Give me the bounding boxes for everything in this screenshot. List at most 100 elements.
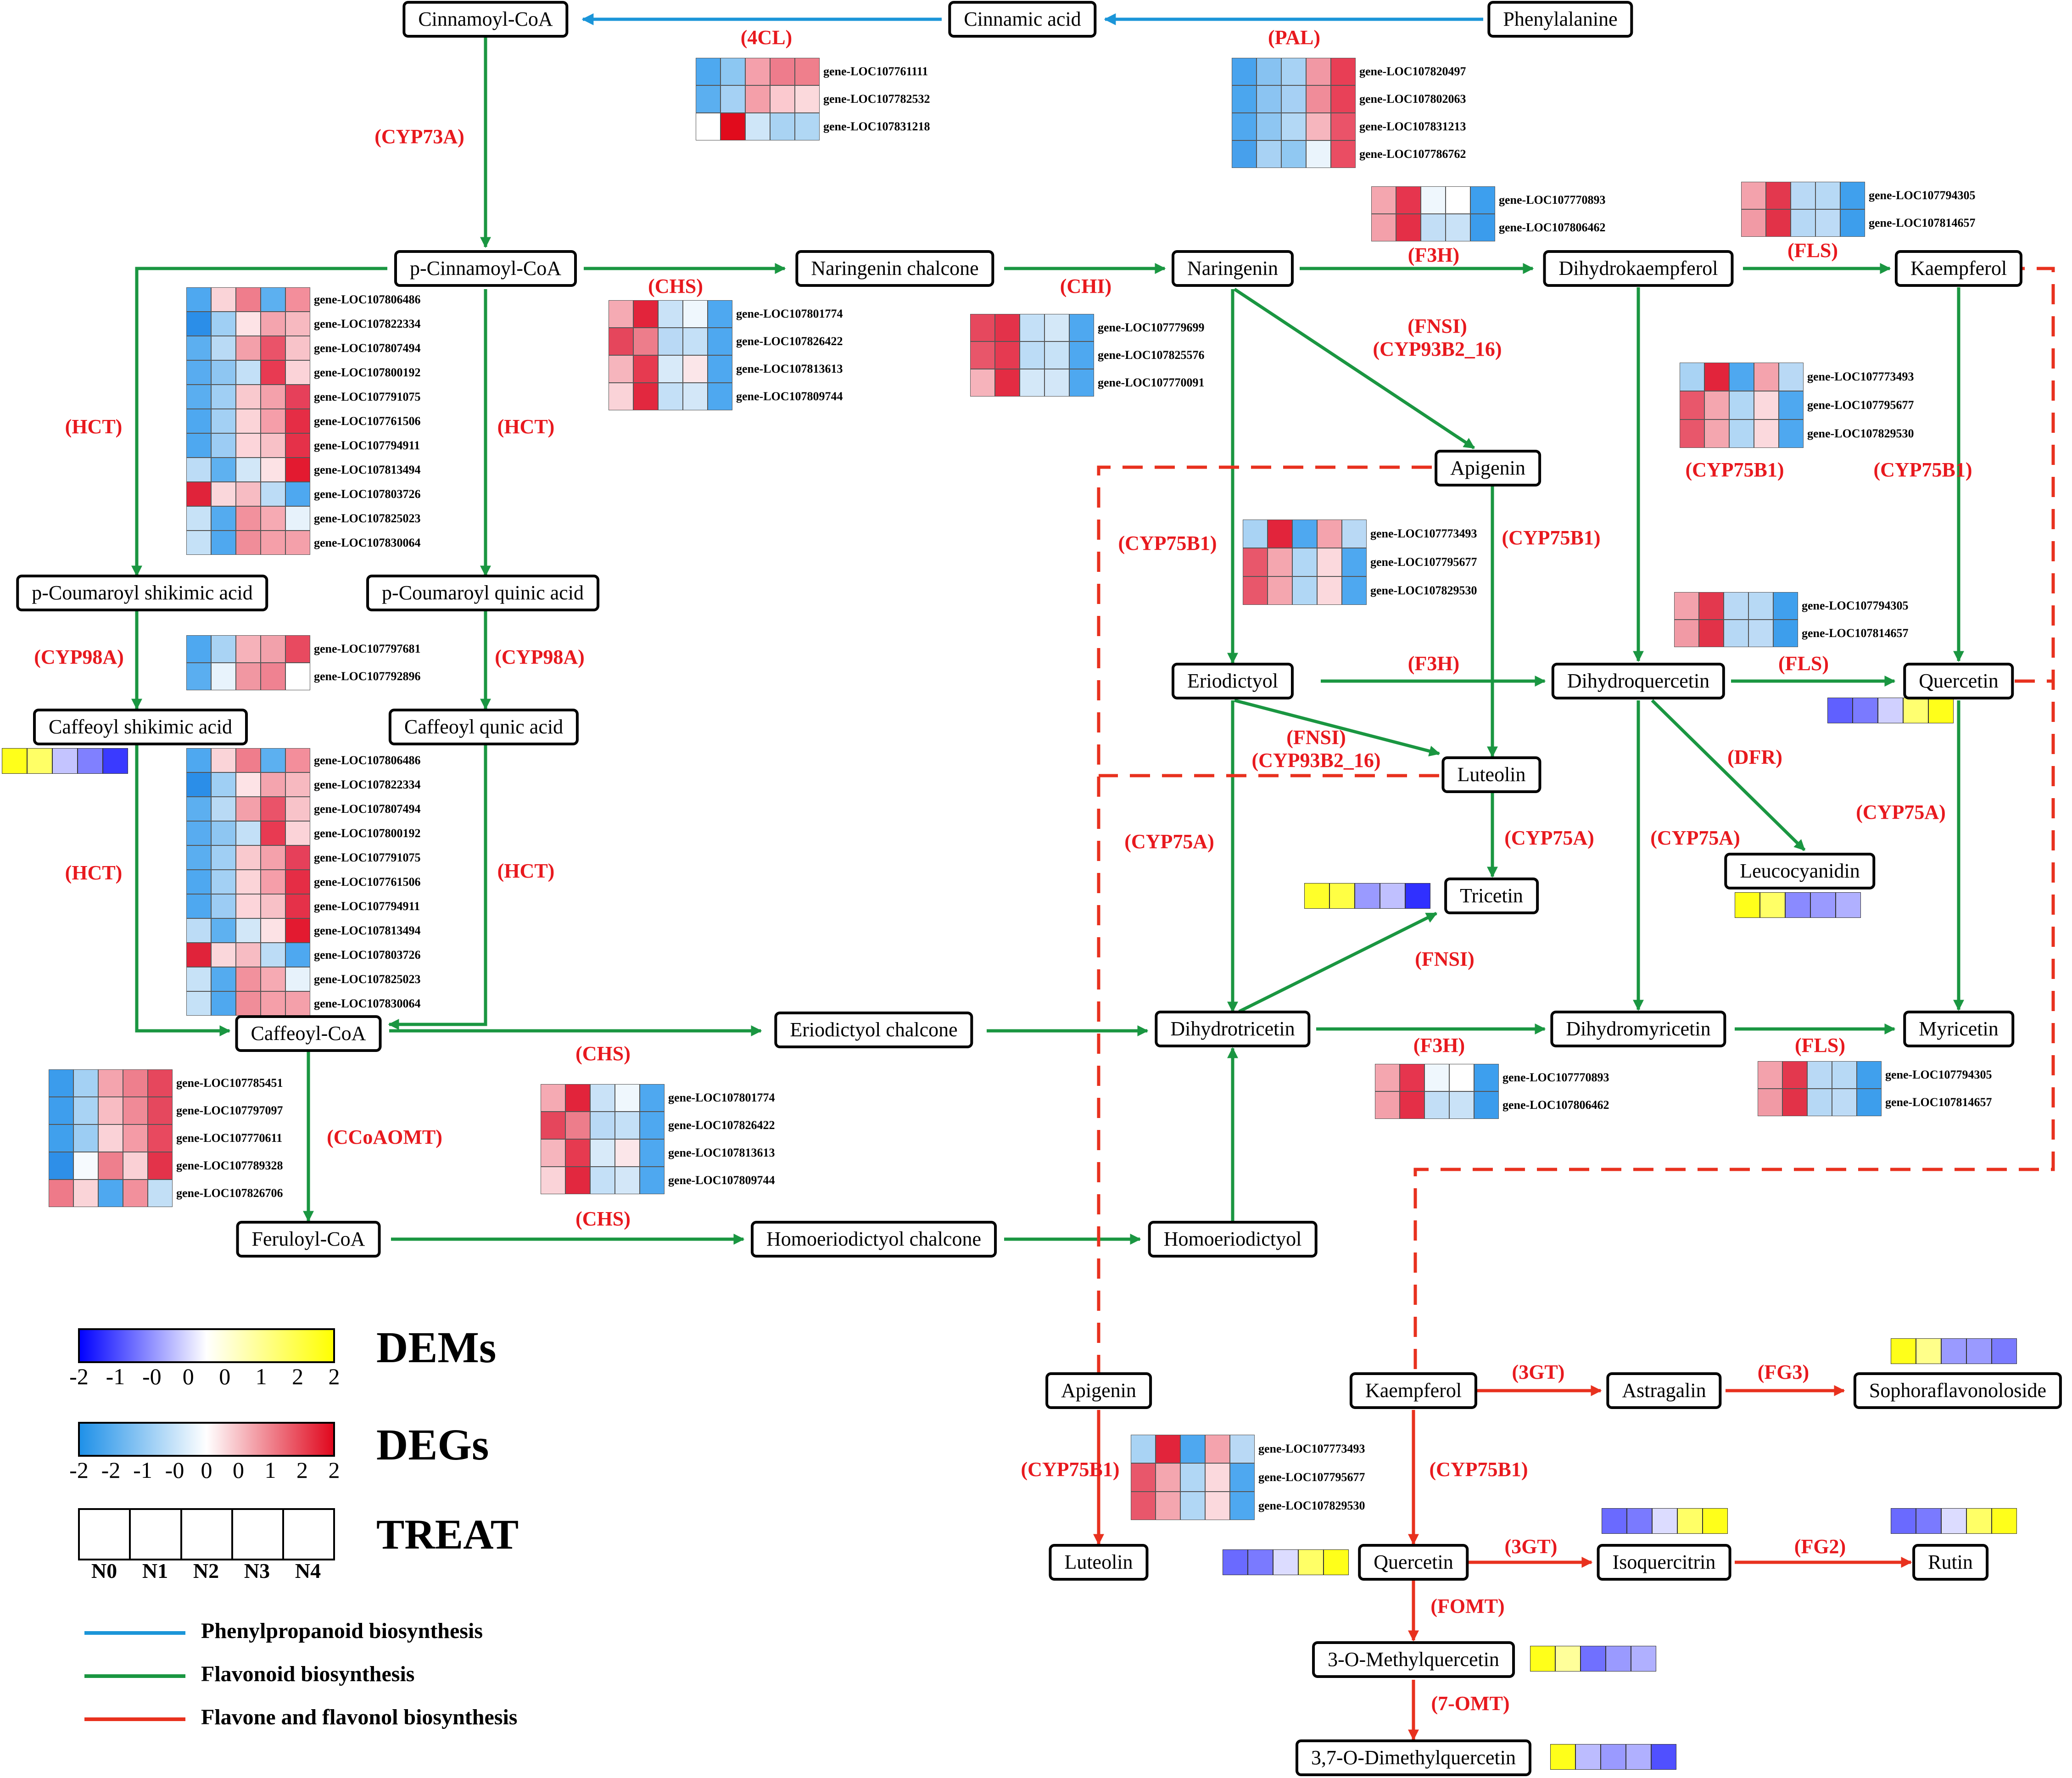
heatmap-cell <box>1704 419 1729 448</box>
heatmap-cell <box>211 943 236 967</box>
heatmap-cell <box>1779 419 1804 448</box>
heatmap-cell <box>1421 214 1446 241</box>
heatmap-cell <box>211 748 236 772</box>
heatmap-cell <box>658 355 683 383</box>
heatmap-cell <box>186 635 211 663</box>
heatmap-cell <box>285 531 310 555</box>
heatmap-cell <box>285 845 310 870</box>
gene-label: gene-LOC107797681 <box>314 642 421 655</box>
enzyme-fomt: (FOMT) <box>1430 1595 1505 1617</box>
legend-treat-column: N4 <box>295 1559 321 1582</box>
enzyme-fls-1: (FLS) <box>1787 239 1838 262</box>
dem-cell <box>1602 1508 1627 1534</box>
heatmap-cell <box>1421 186 1446 214</box>
heatmap-cell <box>1292 548 1317 576</box>
legend-tick: -1 <box>106 1364 125 1389</box>
enzyme-3gt-1: (3GT) <box>1512 1361 1565 1383</box>
heatmap-cell <box>1704 363 1729 391</box>
gene-label: gene-LOC107791075 <box>314 390 421 403</box>
heatmap-cell <box>285 943 310 967</box>
enzyme-fnsi-3: (FNSI) <box>1415 948 1474 970</box>
heatmap-cell <box>285 506 310 531</box>
heatmap-cell <box>1180 1463 1205 1492</box>
legend-tick: 0 <box>182 1364 194 1389</box>
heatmap-cell <box>123 1069 148 1097</box>
gene-label: gene-LOC107794911 <box>314 899 420 913</box>
heatmap-cell <box>1674 620 1699 647</box>
dem-cell <box>1248 1549 1273 1575</box>
enzyme-cyp75a-c: (CYP75A) <box>1504 827 1594 849</box>
heatmap-cell <box>1317 548 1342 576</box>
node-astragalin: Astragalin <box>1606 1372 1722 1409</box>
legend-tick: 1 <box>264 1457 276 1483</box>
node-dihydrotricetin: Dihydrotricetin <box>1155 1011 1311 1047</box>
heatmap-cell <box>1069 369 1094 397</box>
heatmap-cell <box>261 943 285 967</box>
heatmap-cell <box>186 458 211 482</box>
heatmap-cell <box>1674 592 1699 620</box>
dem-cell <box>103 748 128 774</box>
heatmap-cell <box>590 1139 615 1167</box>
node-caffeoyl-coa: Caffeoyl-CoA <box>235 1015 382 1052</box>
legend-tick: 2 <box>328 1364 340 1389</box>
heatmap-cell <box>1257 85 1281 113</box>
heatmap-cell <box>261 845 285 870</box>
dem-cell <box>52 748 78 774</box>
heatmap-cell <box>285 312 310 336</box>
heatmap-cell <box>1069 314 1094 341</box>
heatmap-cell <box>1069 341 1094 369</box>
heatmap-cell <box>1791 209 1815 237</box>
dem-cell <box>1581 1646 1606 1672</box>
heatmap-cell <box>1680 419 1704 448</box>
node-dihydromyricetin: Dihydromyricetin <box>1550 1011 1726 1047</box>
heatmap-cell <box>211 870 236 894</box>
heatmap-cell <box>211 635 236 663</box>
gene-label: gene-LOC107830064 <box>314 536 421 549</box>
gene-label: gene-LOC107806462 <box>1499 221 1606 234</box>
node-naringenin: Naringenin <box>1172 250 1294 287</box>
gene-label: gene-LOC107794305 <box>1802 599 1909 612</box>
heatmap-cell <box>1741 182 1766 209</box>
enzyme-ccoaomt: (CCoAOMT) <box>327 1126 442 1148</box>
heatmap-cell <box>211 772 236 797</box>
gene-label: gene-LOC107807494 <box>314 341 421 355</box>
heatmap-cell <box>49 1069 73 1097</box>
gene-label: gene-LOC107761506 <box>314 875 421 889</box>
enzyme-cyp98a-1: (CYP98A) <box>34 646 124 668</box>
gene-label: gene-LOC107791075 <box>314 850 421 864</box>
heatmap-cell <box>1758 1061 1782 1089</box>
node-leucocyanidin: Leucocyanidin <box>1724 853 1876 889</box>
dem-cell <box>1735 892 1760 918</box>
enzyme-cyp75b1-f: (CYP75B1) <box>1429 1458 1528 1481</box>
heatmap-cell <box>1020 314 1044 341</box>
heatmap-cell <box>1446 214 1470 241</box>
heatmap-cell <box>1754 391 1779 419</box>
heatmap-cell <box>1281 85 1306 113</box>
heatmap-cell <box>186 287 211 312</box>
heatmap-cell <box>1156 1492 1180 1520</box>
heatmap-cell <box>285 360 310 385</box>
enzyme-cyp75b1-e: (CYP75B1) <box>1021 1458 1120 1481</box>
heatmap-cell <box>995 341 1020 369</box>
heatmap-cell <box>261 531 285 555</box>
gene-label: gene-LOC107802063 <box>1359 92 1466 106</box>
dem-cell <box>1703 1508 1728 1534</box>
heatmap-cell <box>211 918 236 943</box>
dem-cell <box>1928 698 1954 723</box>
dem-cell <box>1626 1744 1651 1770</box>
heatmap-cell <box>236 360 261 385</box>
heatmap-cell <box>615 1167 640 1194</box>
heatmap-cell <box>683 383 708 410</box>
gene-label: gene-LOC107770893 <box>1502 1071 1609 1084</box>
heatmap-cell <box>565 1084 590 1112</box>
heatmap-cell <box>236 433 261 458</box>
heatmap-cell <box>236 287 261 312</box>
arrow-pcinnamoyl-pcoumaroyl-shikimic <box>131 267 387 577</box>
heatmap-cell <box>285 409 310 433</box>
dem-cell <box>1853 698 1878 723</box>
heatmap-cell <box>211 991 236 1016</box>
heatmap-cell <box>261 894 285 918</box>
node-quercetin-bot: Quercetin <box>1358 1544 1469 1581</box>
heatmap-cell <box>186 360 211 385</box>
heatmap-cell <box>186 845 211 870</box>
